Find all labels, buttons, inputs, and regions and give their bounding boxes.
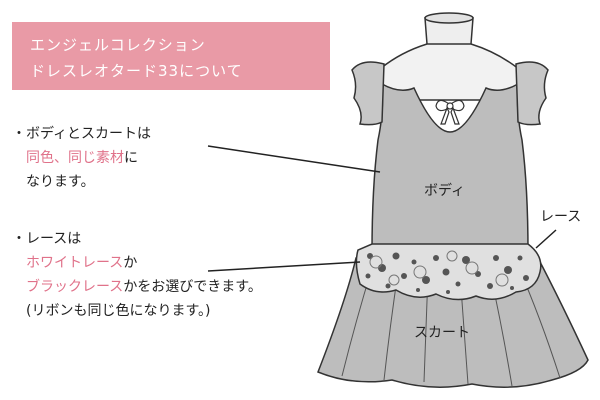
note-lace-line2-tail: か <box>123 255 138 271</box>
pointer-line-body <box>207 145 381 173</box>
note-body-skirt-line1: ボディとスカートは <box>26 126 152 142</box>
sleeve-left <box>351 61 385 126</box>
ribbon-bow <box>435 99 465 125</box>
pointer-line-lace-label <box>535 229 557 249</box>
note-body-skirt-highlight: 同色、同じ素材 <box>26 150 124 166</box>
bullet: ・ <box>12 231 26 247</box>
label-lace: レース <box>540 209 582 225</box>
lace-band <box>355 243 542 301</box>
title-banner: エンジェルコレクション ドレスレオタード33について <box>12 22 330 90</box>
note-body-skirt-line3: なります。 <box>26 174 95 190</box>
bullet: ・ <box>12 126 26 142</box>
label-skirt: スカート <box>414 325 470 341</box>
note-lace-white-option: ホワイトレース <box>26 255 124 271</box>
banner-title-line1: エンジェルコレクション <box>30 36 206 54</box>
banner-title-line2: ドレスレオタード33について <box>30 62 243 80</box>
note-lace-line1: レースは <box>26 231 82 247</box>
pointer-line-lace-note <box>207 261 361 272</box>
note-lace-ribbon-note: (リボンも同じ色になります。) <box>26 303 211 319</box>
note-lace-line3-tail: かをお選びできます。 <box>123 279 262 295</box>
mannequin-neck-top <box>424 12 474 24</box>
note-body-skirt: ・ボディとスカートは 同色、同じ素材に なります。 <box>12 122 151 194</box>
note-lace-black-option: ブラックレース <box>26 279 124 295</box>
note-body-skirt-line2-tail: に <box>124 150 138 166</box>
note-lace: ・レースは ホワイトレースか ブラックレースかをお選びできます。 (リボンも同じ… <box>12 227 262 323</box>
label-body: ボディ <box>424 183 466 199</box>
sleeve-right <box>515 61 549 126</box>
